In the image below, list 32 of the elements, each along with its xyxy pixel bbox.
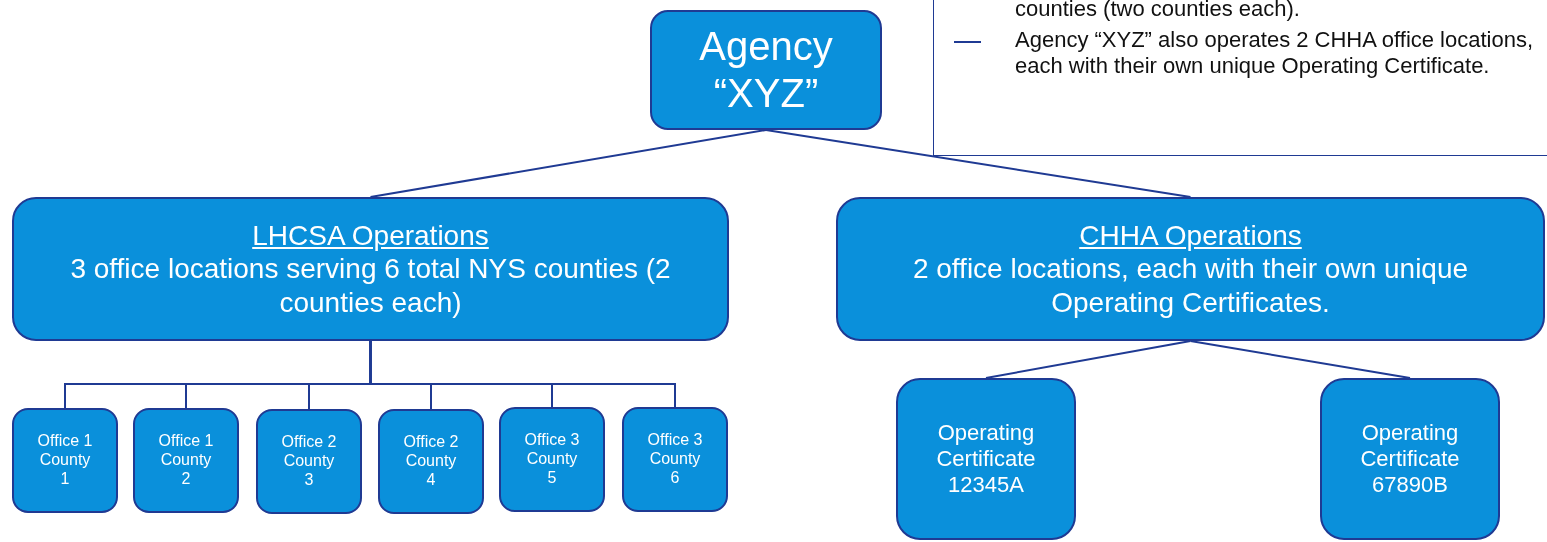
box-text: Office 1 County 1: [37, 432, 93, 489]
box-text: Office 2 County 3: [281, 433, 337, 490]
connector-line: [369, 340, 676, 408]
operations-box: [12, 197, 729, 341]
box-text: 2 office locations, each with their own unique Operating Certificates.: [911, 252, 1470, 319]
connector-line: [369, 129, 767, 198]
office-box: [499, 407, 605, 512]
box-heading: CHHA Operations: [1079, 219, 1302, 253]
operations-box: [836, 197, 1545, 341]
box-text: Office 1 County 2: [158, 432, 214, 489]
connector-line: [1189, 340, 1411, 379]
certificate-box: [1320, 378, 1500, 540]
office-box: [133, 408, 239, 513]
box-text: Operating Certificate 67890B: [1359, 420, 1461, 498]
box-heading: LHCSA Operations: [252, 219, 489, 253]
box-text: Agency “XYZ”: [698, 22, 834, 117]
box-text: Office 2 County 4: [403, 433, 459, 490]
note-text: Agency “XYZ” also operates 2 CHHA office locations, each with their own unique Operating Certificate.: [1015, 27, 1535, 80]
box-text: Office 3 County 5: [524, 431, 580, 488]
connector-line: [765, 129, 1192, 198]
office-box: [378, 409, 484, 514]
office-box: [256, 409, 362, 514]
box-text: Operating Certificate 12345A: [935, 420, 1037, 498]
box-text: 3 office locations serving 6 total NYS counties (2 counties each): [69, 252, 672, 319]
note-box: [933, 0, 1547, 156]
note-text: counties (two counties each).: [1015, 0, 1300, 23]
office-box: [12, 408, 118, 513]
office-box: [622, 407, 728, 512]
certificate-box: [896, 378, 1076, 540]
agency-box: [650, 10, 882, 130]
connector-line: [985, 340, 1192, 379]
box-text: Office 3 County 6: [647, 431, 703, 488]
